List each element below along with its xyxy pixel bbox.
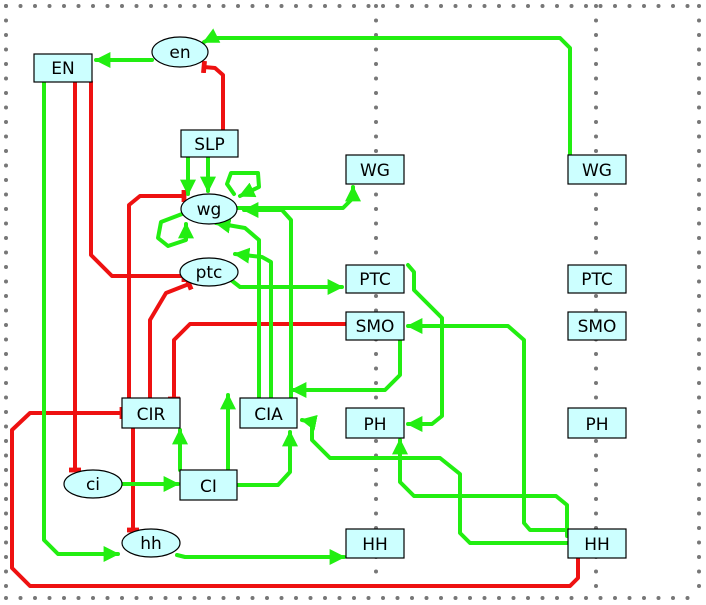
edge-WG-right-activates-en: [202, 28, 572, 157]
node-CIA-label: CIA: [254, 405, 283, 425]
node-PH-right[interactable]: PH: [567, 407, 627, 439]
node-HH-right-label: HH: [584, 535, 610, 555]
edge-cir-inhibits-wg: [127, 190, 187, 400]
node-en[interactable]: en: [151, 36, 209, 68]
edge-hh-inhibits-cir: [10, 407, 580, 588]
compartment-borders: [4, 4, 701, 600]
edge-PTC-activates-PH: [406, 263, 444, 432]
edge-HH-activates-CIA: [300, 414, 569, 545]
edge-slp-inhibits-en: [201, 60, 225, 132]
edge-hh-activates-HH: [175, 549, 346, 565]
node-CI-label: CI: [200, 477, 217, 497]
node-CI[interactable]: CI: [179, 469, 238, 501]
node-ptc-label: ptc: [196, 263, 223, 283]
edge-SMO-activates-CIA: [290, 338, 402, 398]
node-WG-neighbor-label: WG: [360, 161, 390, 181]
node-WG-right-label: WG: [582, 161, 612, 181]
edge-en-inhibits-ptc: [89, 80, 187, 282]
node-ci-label: ci: [86, 475, 100, 495]
node-SLP[interactable]: SLP: [180, 129, 239, 158]
node-SMO-neighbor-label: SMO: [356, 317, 395, 337]
edge-CIA-activates-wg: [242, 202, 293, 400]
node-SMO-neighbor[interactable]: SMO: [345, 311, 405, 341]
node-PH-neighbor[interactable]: PH: [345, 407, 405, 439]
edge-HH-activates-SMO: [406, 318, 569, 532]
node-SMO-right-label: SMO: [578, 317, 617, 337]
node-wg[interactable]: wg: [180, 193, 238, 225]
inhibition-edges: [10, 60, 580, 588]
edge-EN-activates-hh: [42, 80, 120, 562]
node-wg-label: wg: [197, 200, 222, 220]
node-ptc[interactable]: ptc: [179, 257, 239, 287]
node-CIA[interactable]: CIA: [239, 397, 298, 429]
node-PH-neighbor-label: PH: [363, 415, 386, 435]
node-ci[interactable]: ci: [63, 469, 123, 499]
node-PH-right-label: PH: [585, 415, 608, 435]
nodes: en EN SLP wg ptc CIR CIA CI: [33, 36, 627, 559]
node-HH-neighbor-label: HH: [362, 535, 388, 555]
node-hh[interactable]: hh: [121, 528, 181, 558]
node-hh-label: hh: [140, 534, 162, 554]
edge-ptc-activates-PTC: [229, 278, 344, 295]
node-HH-neighbor[interactable]: HH: [345, 528, 405, 559]
edge-wg-self-loop-top: [225, 171, 261, 198]
edge-CI-activates-CIA-2: [235, 430, 298, 487]
activation-edges: [42, 28, 572, 565]
edge-wg-self-loop-left: [156, 212, 194, 248]
node-WG-right[interactable]: WG: [567, 154, 627, 185]
edge-cir-inhibits-ptc: [148, 277, 194, 400]
node-EN[interactable]: EN: [33, 53, 93, 83]
node-SMO-right[interactable]: SMO: [567, 311, 627, 341]
edge-HH-activates-PH: [392, 438, 569, 538]
node-EN-label: EN: [51, 59, 74, 79]
edge-wg-activates-WG: [235, 185, 361, 210]
node-PTC-right[interactable]: PTC: [567, 264, 627, 294]
node-CIR[interactable]: CIR: [121, 397, 181, 429]
node-PTC-neighbor[interactable]: PTC: [345, 264, 405, 294]
node-PTC-right-label: PTC: [581, 270, 613, 290]
edge-smo-inhibits-cir: [168, 322, 348, 402]
node-CIR-label: CIR: [137, 405, 166, 425]
node-SLP-label: SLP: [194, 135, 225, 155]
edge-CIA-activates-ptc: [233, 247, 273, 400]
node-WG-neighbor[interactable]: WG: [345, 154, 405, 185]
node-HH-right[interactable]: HH: [567, 528, 627, 559]
node-en-label: en: [169, 43, 190, 63]
edge-CIA-activates-wg-2: [214, 217, 261, 400]
node-PTC-neighbor-label: PTC: [359, 270, 391, 290]
